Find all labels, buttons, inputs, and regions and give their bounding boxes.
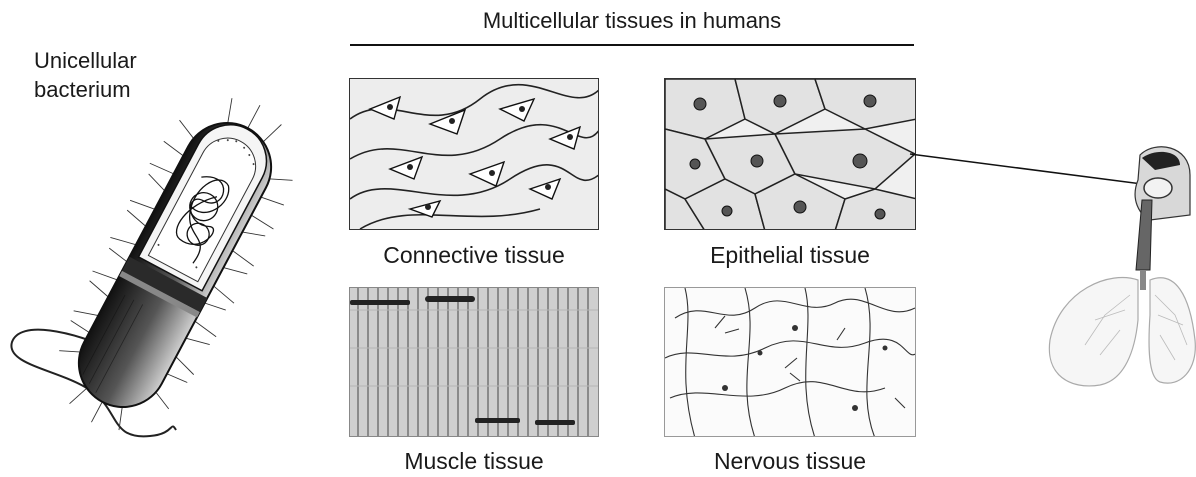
nervous-tissue-label: Nervous tissue — [664, 448, 916, 474]
connective-tissue-image — [349, 78, 599, 230]
epithelial-tissue-image — [664, 78, 916, 230]
bacterium-illustration — [0, 80, 300, 450]
epithelial-tissue-label: Epithelial tissue — [664, 242, 916, 268]
title-underline — [350, 44, 914, 46]
muscle-tissue-image — [349, 287, 599, 437]
figure-title: Multicellular tissues in humans — [350, 8, 914, 34]
muscle-tissue-label: Muscle tissue — [349, 448, 599, 474]
nervous-tissue-image — [664, 287, 916, 437]
human-respiratory-illustration — [1030, 120, 1196, 410]
connective-tissue-label: Connective tissue — [349, 242, 599, 268]
